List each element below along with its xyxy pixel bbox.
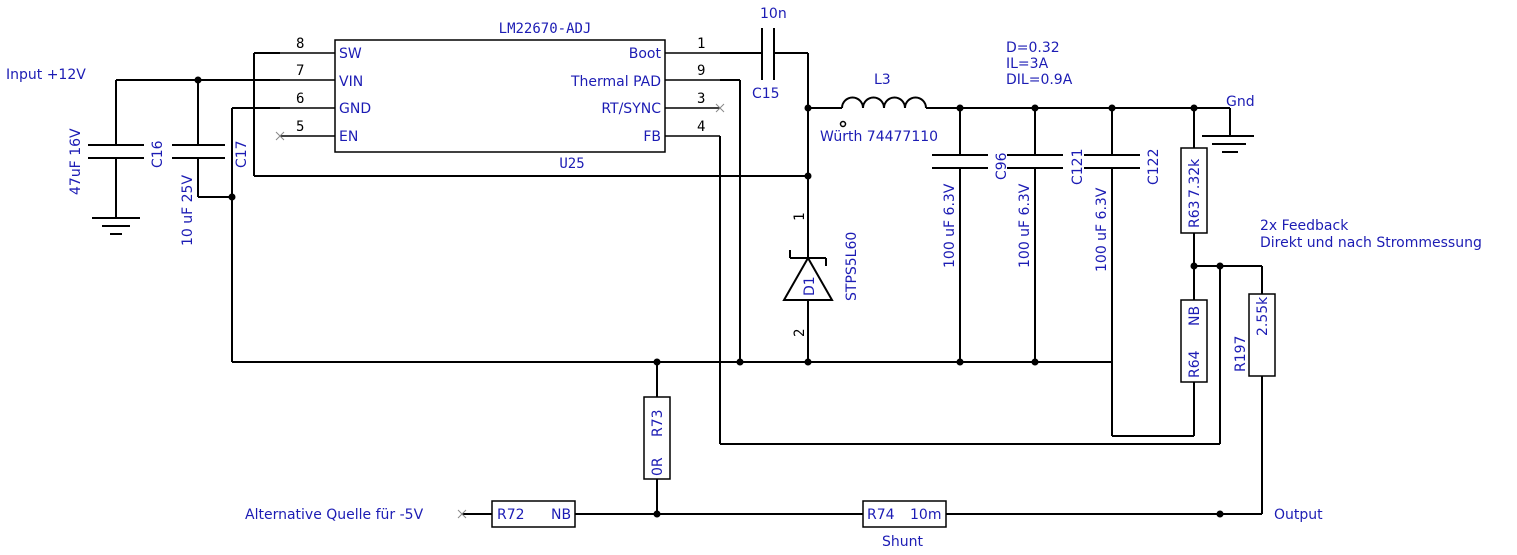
r197-value: 2.55k bbox=[1255, 296, 1271, 336]
ic-u25: LM22670-ADJ U25 8 7 6 5 1 9 3 4 SW VIN G… bbox=[275, 21, 725, 172]
r74-value: 10m bbox=[910, 507, 941, 523]
r197-ref: R197 bbox=[1233, 336, 1249, 372]
capacitor-c17: 10 uF 25V C17 bbox=[172, 140, 250, 246]
d1-ref: D1 bbox=[802, 276, 818, 296]
pin-num-5: 5 bbox=[296, 119, 304, 135]
inductor-l3: L3 Würth 74477110 bbox=[820, 72, 938, 145]
c96-ref: C96 bbox=[994, 152, 1010, 180]
ic-body bbox=[334, 39, 666, 153]
capacitor-c15: 10n C15 bbox=[752, 6, 787, 102]
pin-num-8: 8 bbox=[296, 36, 304, 52]
pin-label-fb: FB bbox=[643, 129, 661, 145]
param-dil: DIL=0.9A bbox=[1006, 72, 1073, 88]
pin-label-rt-sync: RT/SYNC bbox=[601, 101, 661, 117]
capacitor-c16: 47uF 16V C16 bbox=[68, 128, 166, 195]
pin-num-3: 3 bbox=[697, 91, 705, 107]
pin-label-en: EN bbox=[339, 129, 358, 145]
pin-num-9: 9 bbox=[697, 63, 705, 79]
param-d: D=0.32 bbox=[1006, 40, 1060, 56]
ic-name: LM22670-ADJ bbox=[499, 21, 592, 37]
r73-ref: R73 bbox=[650, 409, 666, 437]
c15-value: 10n bbox=[760, 6, 787, 22]
r64-value: NB bbox=[1187, 306, 1203, 326]
c122-value: 100 uF 6.3V bbox=[1094, 187, 1110, 272]
feedback-note-line1: 2x Feedback bbox=[1260, 218, 1349, 234]
pin-label-sw: SW bbox=[339, 46, 362, 62]
shunt-label: Shunt bbox=[882, 534, 924, 550]
capacitor-c96: 100 uF 6.3V C96 bbox=[932, 152, 1010, 268]
d1-pin1: 1 bbox=[792, 213, 808, 221]
pin-num-1: 1 bbox=[697, 36, 705, 52]
r72-value: NB bbox=[551, 507, 571, 523]
c122-ref: C122 bbox=[1146, 149, 1162, 186]
param-il: IL=3A bbox=[1006, 56, 1049, 72]
r63-ref: R63 bbox=[1187, 200, 1203, 228]
input-label: Input +12V bbox=[6, 67, 86, 83]
l3-part: Würth 74477110 bbox=[820, 129, 938, 145]
r64-ref: R64 bbox=[1187, 350, 1203, 378]
c121-ref: C121 bbox=[1070, 149, 1086, 186]
r72-ref: R72 bbox=[497, 507, 525, 523]
feedback-note-line2: Direkt und nach Strommessung bbox=[1260, 235, 1482, 251]
c17-value: 10 uF 25V bbox=[180, 175, 196, 246]
pin-num-7: 7 bbox=[296, 63, 304, 79]
c15-ref: C15 bbox=[752, 86, 780, 102]
c17-ref: C17 bbox=[234, 140, 250, 168]
d1-part: STPS5L60 bbox=[844, 232, 860, 301]
resistor-r73: R73 0R bbox=[643, 396, 671, 480]
capacitor-c121: 100 uF 6.3V C121 bbox=[1007, 149, 1086, 268]
alt-source-label: Alternative Quelle für -5V bbox=[245, 507, 424, 523]
pin-label-vin: VIN bbox=[339, 74, 363, 90]
no-connect-rt-sync-icon bbox=[715, 103, 725, 113]
r63-value: 7.32k bbox=[1187, 158, 1203, 198]
pin-num-4: 4 bbox=[697, 119, 705, 135]
pin-label-gnd: GND bbox=[339, 101, 371, 117]
no-connect-alt-source-icon bbox=[457, 509, 467, 519]
capacitor-c122: 100 uF 6.3V C122 bbox=[1084, 149, 1162, 272]
no-connect-en-icon bbox=[275, 131, 285, 141]
r73-value: 0R bbox=[650, 457, 666, 476]
wires bbox=[115, 52, 1263, 515]
pin-num-6: 6 bbox=[296, 91, 304, 107]
junction-dots bbox=[194, 76, 1224, 518]
gnd-label: Gnd bbox=[1226, 94, 1255, 110]
ic-ref: U25 bbox=[559, 156, 584, 172]
c16-ref: C16 bbox=[150, 140, 166, 168]
l3-ref: L3 bbox=[874, 72, 891, 88]
c121-value: 100 uF 6.3V bbox=[1017, 183, 1033, 268]
resistor-r74: R74 10m bbox=[862, 500, 947, 528]
c16-value: 47uF 16V bbox=[68, 128, 84, 195]
ground-icon bbox=[92, 217, 140, 235]
c96-value: 100 uF 6.3V bbox=[942, 183, 958, 268]
r74-ref: R74 bbox=[867, 507, 895, 523]
pin-label-boot: Boot bbox=[629, 46, 662, 62]
resistor-r197: R197 2.55k bbox=[1233, 293, 1276, 377]
pin-label-thermal-pad: Thermal PAD bbox=[570, 74, 661, 90]
resistor-r63: R63 7.32k bbox=[1180, 147, 1208, 234]
ground-icon bbox=[1202, 135, 1254, 153]
output-label: Output bbox=[1274, 507, 1323, 523]
resistor-r72: R72 NB bbox=[491, 500, 576, 528]
d1-pin2: 2 bbox=[792, 329, 808, 337]
resistor-r64: R64 NB bbox=[1180, 299, 1208, 383]
diode-d1: D1 STPS5L60 1 2 bbox=[782, 213, 860, 337]
